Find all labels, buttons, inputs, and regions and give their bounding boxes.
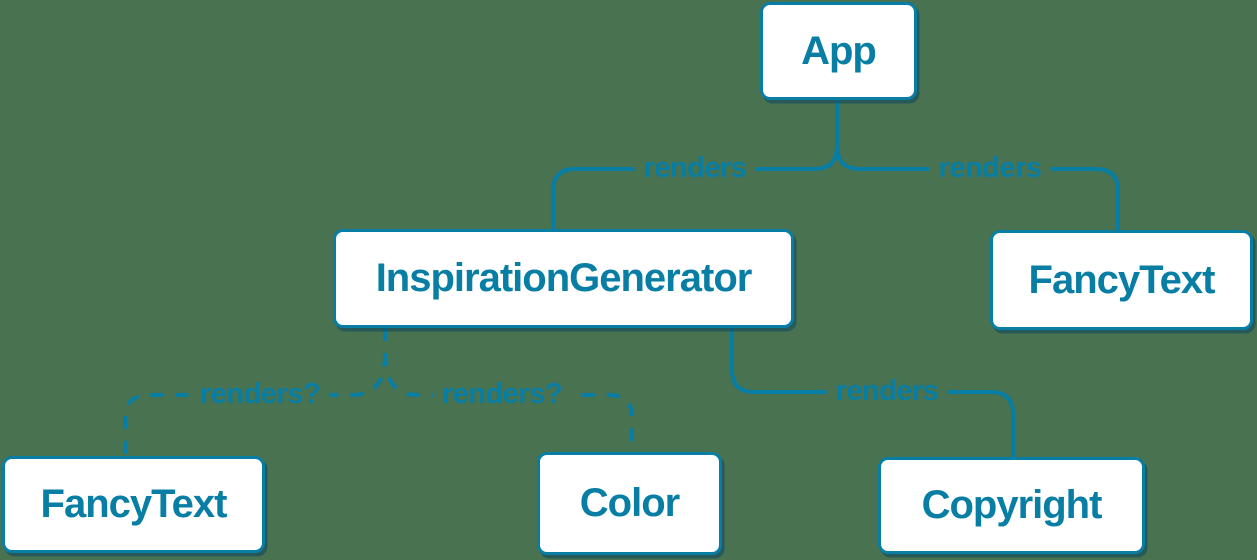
edge-inspirationgenerator-to-fancytext-conditional (123, 328, 387, 457)
node-color-label: Color (579, 481, 680, 525)
node-app: App (760, 2, 917, 100)
node-copyright: Copyright (878, 457, 1145, 554)
edge-label-app-renders-inspirationgenerator: renders (634, 152, 756, 186)
node-inspirationgenerator: InspirationGenerator (333, 229, 794, 328)
node-fancytext-top: FancyText (990, 230, 1253, 330)
node-fancytext-top-label: FancyText (1028, 257, 1216, 302)
edge-label-inspirationgenerator-renders-copyright: renders (826, 375, 948, 409)
edge-label-inspirationgenerator-renders-color-conditional: renders? (432, 378, 572, 412)
node-fancytext-bottom-label: FancyText (40, 482, 228, 526)
node-app-label: App (801, 28, 877, 73)
node-fancytext-bottom: FancyText (2, 456, 265, 553)
edge-inspirationgenerator-to-color-conditional (383, 328, 634, 453)
edge-label-inspirationgenerator-renders-fancytext-conditional: renders? (190, 378, 330, 412)
node-inspirationgenerator-label: InspirationGenerator (375, 256, 753, 300)
node-copyright-label: Copyright (921, 483, 1103, 527)
node-color: Color (537, 452, 722, 555)
edge-label-app-renders-fancytext: renders (929, 152, 1051, 186)
